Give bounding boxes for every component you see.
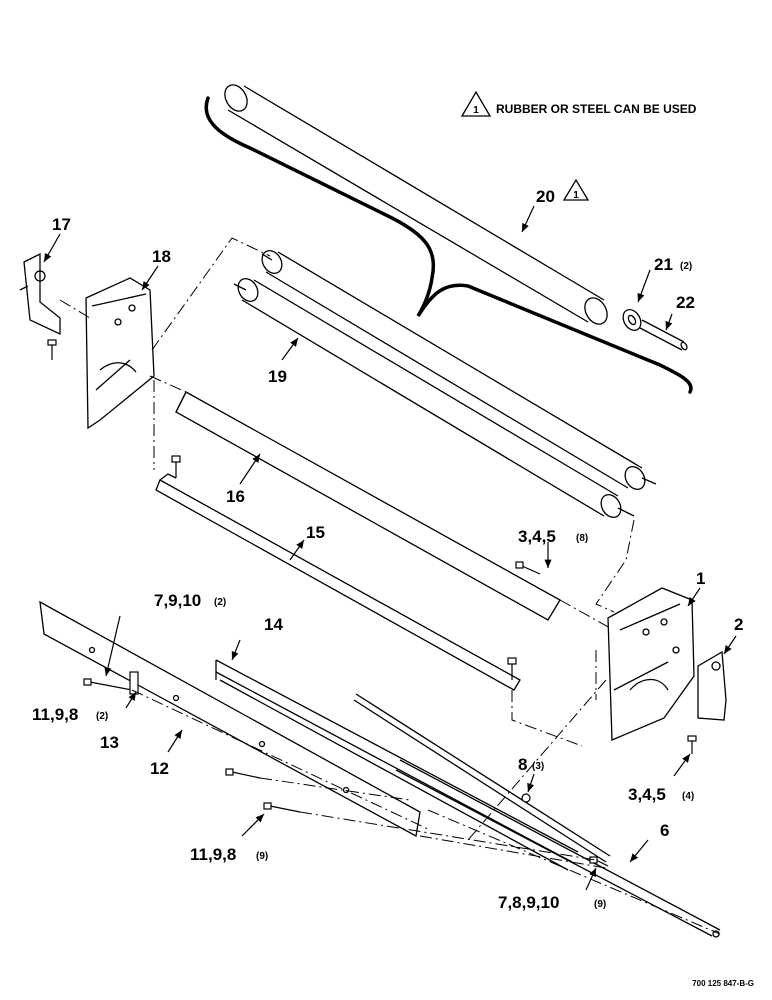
callout-16: 16 <box>226 487 245 506</box>
callout-20: 20 <box>536 187 555 206</box>
callout-1198-b: 11,9,8 <box>190 845 236 864</box>
rod <box>353 693 611 863</box>
screw-345b <box>687 735 697 754</box>
screw-345a <box>515 561 541 575</box>
roller-19-lower <box>233 278 635 518</box>
callout-17: 17 <box>52 215 71 234</box>
callout-2: 2 <box>734 615 743 634</box>
fastener-1198b <box>263 802 301 813</box>
callout-345-a: 3,4,5 <box>518 527 556 546</box>
fastener-13 <box>83 671 139 695</box>
callout-8: 8 <box>518 755 527 774</box>
screw-17 <box>47 339 57 360</box>
callout-78910: 7,8,9,10 <box>498 893 559 912</box>
phantom-lines <box>59 237 721 935</box>
side-plate-1 <box>607 587 695 741</box>
callout-1198-a-qty: (2) <box>96 711 108 722</box>
callout-345-b: 3,4,5 <box>628 785 666 804</box>
bearing-21 <box>622 309 642 331</box>
callout-20-triangle: 1 <box>562 178 590 201</box>
roller-20 <box>224 84 608 325</box>
shaft-22 <box>639 319 688 351</box>
callout-6: 6 <box>660 821 669 840</box>
callout-18: 18 <box>152 247 171 266</box>
callout-8-qty: (3) <box>532 761 544 772</box>
fastener-8 <box>521 793 531 803</box>
callout-1198-a: 11,9,8 <box>32 705 78 724</box>
roller-19-upper <box>261 250 657 490</box>
callout-21: 21 <box>654 255 673 274</box>
bar-15 <box>155 473 521 691</box>
callout-1: 1 <box>696 569 705 588</box>
drawing-code: 700 125 847-B-G <box>692 979 754 988</box>
callout-22: 22 <box>676 293 695 312</box>
callout-15: 15 <box>306 523 325 542</box>
note-text: RUBBER OR STEEL CAN BE USED <box>496 102 697 116</box>
bracket-2 <box>697 650 727 721</box>
note-warning-triangle: 1 <box>460 90 492 117</box>
assembly-group-outline <box>204 96 693 394</box>
plate-12 <box>39 600 421 838</box>
callout-7910: 7,9,10 <box>154 591 201 610</box>
scraper-16 <box>175 391 561 621</box>
leader-lines <box>43 205 737 891</box>
callout-12: 12 <box>150 759 169 778</box>
side-plate-18 <box>85 277 155 430</box>
callout-1198-b-qty: (9) <box>256 851 268 862</box>
screw-15a <box>507 657 517 680</box>
fastener-1198-mid <box>225 768 261 779</box>
callout-78910-qty: (9) <box>594 899 606 910</box>
callout-345-a-qty: (8) <box>576 533 588 544</box>
channel-14 <box>215 659 579 871</box>
callout-345-b-qty: (4) <box>682 791 694 802</box>
bracket-17 <box>19 252 61 336</box>
callout-7910-qty: (2) <box>214 597 226 608</box>
screw-16a <box>171 455 181 478</box>
callout-21-qty: (2) <box>680 261 692 272</box>
callout-19: 19 <box>268 367 287 386</box>
svg-text:1: 1 <box>573 190 579 201</box>
callout-13: 13 <box>100 733 119 752</box>
callout-14: 14 <box>264 615 283 634</box>
svg-text:1: 1 <box>473 105 479 116</box>
